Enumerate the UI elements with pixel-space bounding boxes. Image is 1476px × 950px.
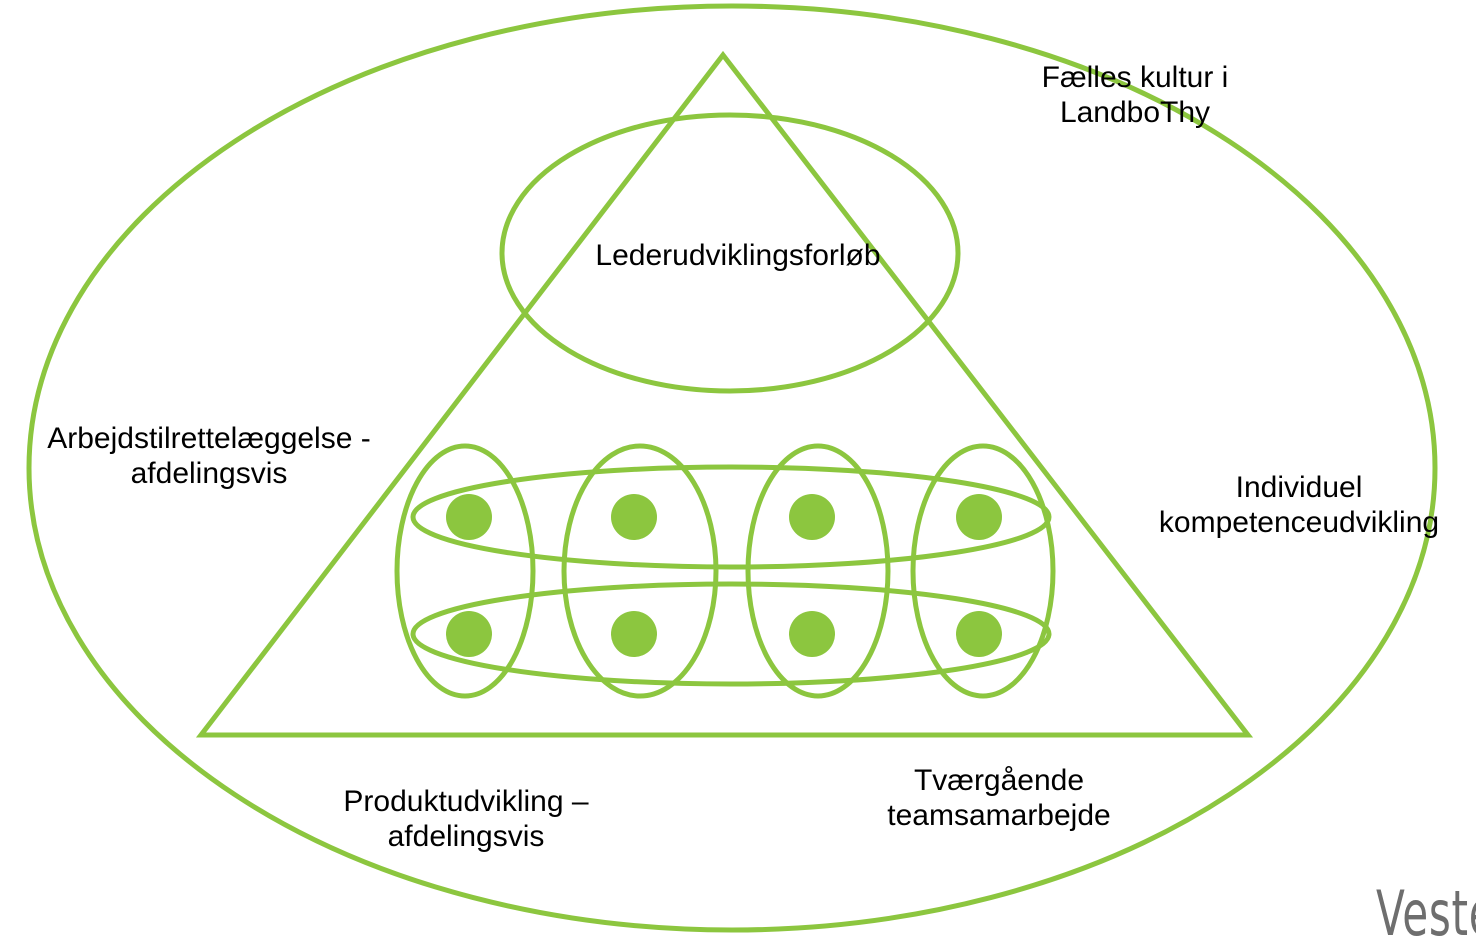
employee-dot (789, 611, 835, 657)
team-ellipse-bottom (410, 581, 1052, 687)
employee-dot (446, 611, 492, 657)
employee-dot (956, 494, 1002, 540)
leadership-ellipse (499, 112, 961, 394)
department-ellipse-2 (561, 443, 719, 699)
employee-dot (446, 494, 492, 540)
vestergaard-logo: Vesterg (1376, 877, 1476, 950)
outer-culture-ellipse (26, 3, 1438, 933)
organization-triangle (195, 50, 1254, 738)
label-produktudvikling: Produktudvikling – afdelingsvis (343, 785, 589, 853)
department-ellipse-1 (394, 443, 536, 699)
label-faelles-kultur: Fælles kultur i LandboThy (1041, 61, 1229, 129)
label-arbejdstilrettelaeggelse: Arbejdstilrettelæggelse - afdelingsvis (47, 422, 371, 490)
team-ellipse-top (410, 464, 1052, 570)
employee-dot (611, 494, 657, 540)
label-individuel: Individuel kompetenceudvikling (1158, 471, 1440, 539)
employee-dot (956, 611, 1002, 657)
label-tvaergaaende: Tværgående teamsamarbejde (887, 764, 1111, 832)
department-ellipse-3 (745, 443, 891, 699)
label-lederudvikling: Lederudviklingsforløb (595, 239, 881, 272)
department-ellipse-4 (910, 443, 1056, 699)
employee-dot (789, 494, 835, 540)
employee-dot (611, 611, 657, 657)
